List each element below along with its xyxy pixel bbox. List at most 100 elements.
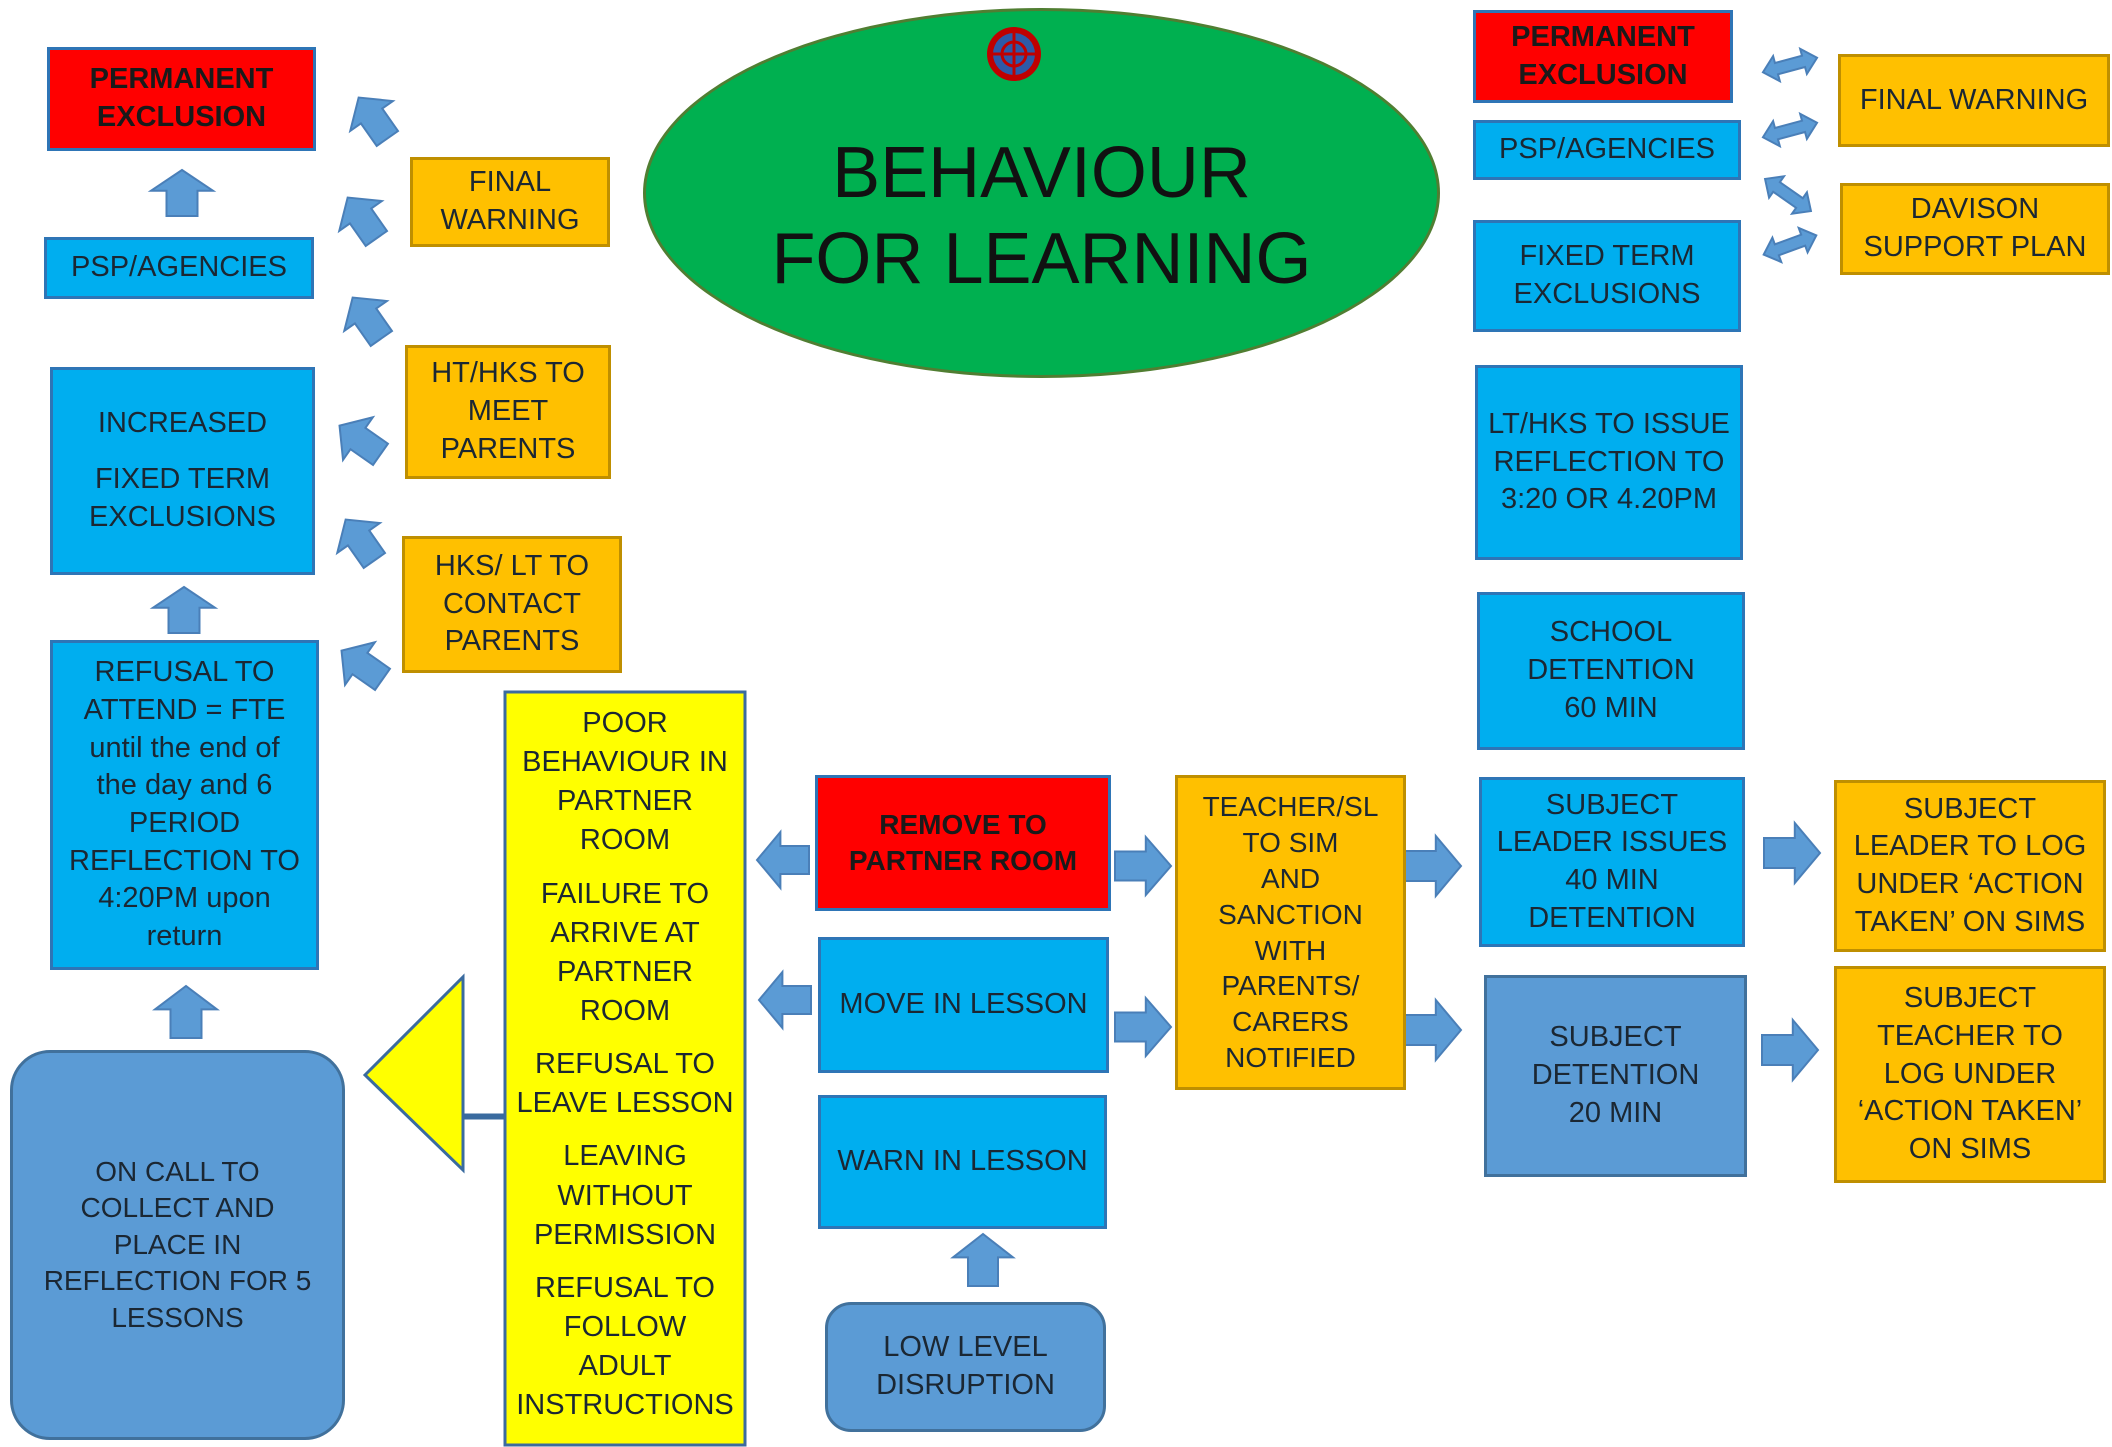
line: PARENTS [440, 432, 576, 465]
left-arrow [755, 829, 810, 891]
poor-behaviour-item-5: REFUSAL TO FOLLOW ADULT INSTRUCTIONS [516, 1269, 734, 1426]
line: PARENTS/ [1221, 970, 1360, 1002]
line: 4:20PM upon [98, 882, 271, 915]
line: PERMANENT [1511, 20, 1695, 53]
line: FOLLOW [563, 1310, 687, 1343]
line: PSP/AGENCIES [1499, 133, 1715, 166]
line: LEADER ISSUES [1496, 826, 1728, 859]
line: LEAVE LESSON [516, 1087, 734, 1120]
line: PARTNER [557, 785, 693, 818]
line: REFLECTION FOR 5 [43, 1265, 312, 1297]
line: FAILURE TO [540, 877, 710, 910]
line: INSTRUCTIONS [516, 1389, 734, 1422]
line: UNDER ‘ACTION [1856, 868, 2084, 900]
hks-lt-contact-parents: HKS/ LT TO CONTACT PARENTS [402, 536, 622, 673]
line: CARERS [1232, 1006, 1349, 1038]
teacher-sl-to-sim: TEACHER/SL TO SIM AND SANCTION WITH PARE… [1175, 775, 1406, 1090]
lt-hks-issue-reflection: LT/HKS TO ISSUE REFLECTION TO 3:20 OR 4.… [1475, 365, 1743, 560]
double-arrow [1763, 175, 1813, 215]
line: SUBJECT [1549, 1021, 1682, 1054]
double-arrow [1761, 111, 1819, 149]
left-refusal-to-attend: REFUSAL TO ATTEND = FTE until the end of… [50, 640, 319, 970]
line: REFUSAL TO [94, 656, 275, 689]
line: FIXED TERM [1519, 240, 1695, 273]
line: PSP/AGENCIES [71, 251, 287, 284]
line: EXCLUSIONS [89, 500, 276, 533]
line: 3:20 OR 4.20PM [1501, 483, 1717, 516]
line: 40 MIN [1565, 864, 1659, 896]
line: SUPPORT PLAN [1863, 231, 2087, 263]
line: COLLECT AND [80, 1192, 275, 1224]
line: PERMISSION [533, 1218, 717, 1251]
line: ‘ACTION TAKEN’ [1857, 1095, 2083, 1128]
line: REFLECTION TO [69, 844, 300, 877]
title-line-1: BEHAVIOUR [832, 133, 1251, 213]
line: EXCLUSION [1518, 58, 1688, 91]
poor-behaviour-item-4: LEAVING WITHOUT PERMISSION [534, 1137, 716, 1254]
diagonal-arrow [338, 415, 390, 467]
line: NOTIFIED [1225, 1041, 1356, 1073]
line: LESSONS [111, 1301, 244, 1333]
line: REFLECTION TO [1493, 445, 1725, 478]
line: ROOM [579, 994, 671, 1027]
line: EXCLUSIONS [1513, 278, 1701, 310]
line: REFUSAL TO [535, 1271, 715, 1304]
line: WARNING [440, 204, 580, 236]
line: SUBJECT [1903, 792, 2037, 825]
line: TAKEN’ ON SIMS [1854, 905, 2086, 938]
line: AND [1260, 862, 1321, 894]
line: ATTEND = FTE [83, 693, 286, 726]
left-arrow [757, 969, 812, 1031]
diagonal-arrow [348, 96, 400, 148]
right-final-warning: FINAL WARNING [1838, 54, 2110, 147]
up-arrow [152, 984, 220, 1039]
line: ROOM [579, 824, 671, 857]
right-arrow [1114, 834, 1173, 898]
right-fixed-term-exclusions: FIXED TERM EXCLUSIONS [1473, 220, 1741, 332]
line: TEACHER TO [1877, 1019, 2063, 1052]
ht-hks-meet-parents: HT/HKS TO MEET PARENTS [405, 345, 611, 479]
line: BEHAVIOUR IN [522, 746, 728, 779]
line: PARTNER ROOM [848, 845, 1078, 876]
line: PLACE IN [113, 1228, 242, 1260]
line: MOVE IN LESSON [839, 988, 1088, 1021]
subject-detention-20: SUBJECT DETENTION 20 MIN [1484, 975, 1747, 1177]
move-in-lesson: MOVE IN LESSON [818, 937, 1109, 1073]
right-arrow [1763, 820, 1822, 886]
school-crest-icon [987, 27, 1041, 81]
line: the day and 6 [96, 769, 273, 802]
line: 20 MIN [1568, 1096, 1663, 1129]
warn-in-lesson: WARN IN LESSON [818, 1095, 1107, 1229]
poor-behaviour-list: POOR BEHAVIOUR IN PARTNER ROOM FAILURE T… [505, 692, 745, 1442]
line: PARTNER [557, 955, 693, 988]
double-arrow [1762, 226, 1818, 264]
subject-leader-log: SUBJECT LEADER TO LOG UNDER ‘ACTION TAKE… [1834, 780, 2106, 952]
davison-support-plan: DAVISON SUPPORT PLAN [1840, 183, 2110, 275]
line: ARRIVE AT [550, 916, 700, 949]
line: ADULT [578, 1350, 672, 1383]
title-line-2: FOR LEARNING [771, 219, 1312, 300]
subject-teacher-log: SUBJECT TEACHER TO LOG UNDER ‘ACTION TAK… [1834, 966, 2106, 1183]
line: DETENTION [1531, 1059, 1700, 1092]
line: LOG UNDER [1883, 1057, 2057, 1090]
diagonal-arrow [337, 196, 389, 248]
diagonal-arrow [342, 296, 394, 348]
line: ON CALL TO [95, 1156, 260, 1188]
escalation-big-arrow [362, 690, 747, 1447]
line: FINAL [468, 166, 552, 199]
line: MEET [467, 395, 549, 428]
line: PERIOD [128, 807, 241, 839]
line: DISRUPTION [876, 1369, 1055, 1401]
line: HT/HKS TO [431, 357, 585, 390]
left-increased-fte: INCREASED FIXED TERM EXCLUSIONS [50, 367, 315, 575]
line: DETENTION [1528, 901, 1696, 934]
right-permanent-exclusion: PERMANENT EXCLUSION [1473, 10, 1733, 103]
subject-leader-issues-40: SUBJECT LEADER ISSUES 40 MIN DETENTION [1479, 777, 1745, 947]
poor-behaviour-item-3: REFUSAL TO LEAVE LESSON [516, 1045, 733, 1123]
line: HKS/ LT TO [434, 549, 590, 582]
remove-to-partner-room: REMOVE TO PARTNER ROOM [815, 775, 1111, 911]
line: LEAVING [563, 1140, 687, 1173]
line: FIXED TERM [94, 463, 271, 496]
right-arrow [1404, 997, 1463, 1063]
right-arrow [1761, 1017, 1820, 1083]
